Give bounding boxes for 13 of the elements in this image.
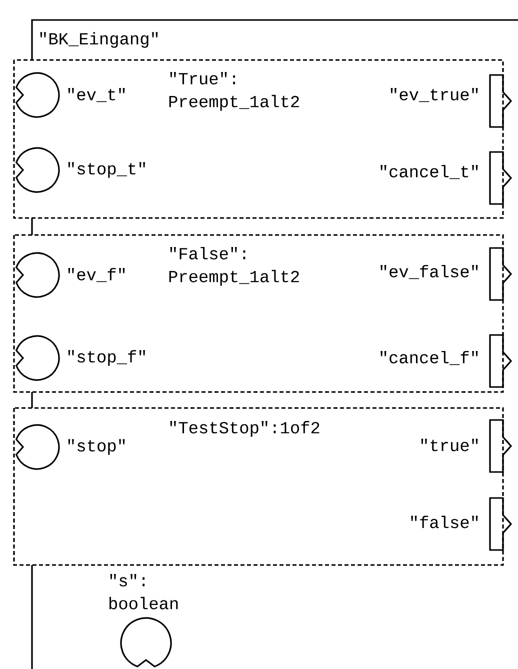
port-label: "ev_true": [390, 88, 478, 102]
port-label: "ev_false": [380, 264, 478, 280]
frame-title: "BK_Eingang": [40, 32, 158, 48]
port-label: "cancel_f": [380, 350, 478, 366]
port-label: "stop": [68, 439, 125, 455]
port-label: "ev_t": [68, 88, 125, 102]
port-label: "stop_t": [68, 162, 145, 178]
port-label: "s": boolean: [109, 574, 178, 610]
port-label: "cancel_t": [380, 164, 478, 180]
port-label: "false": [411, 516, 478, 528]
port-label: "stop_f": [68, 350, 145, 366]
port-label: "ev_f": [68, 268, 125, 282]
port-label: "true": [421, 438, 478, 452]
